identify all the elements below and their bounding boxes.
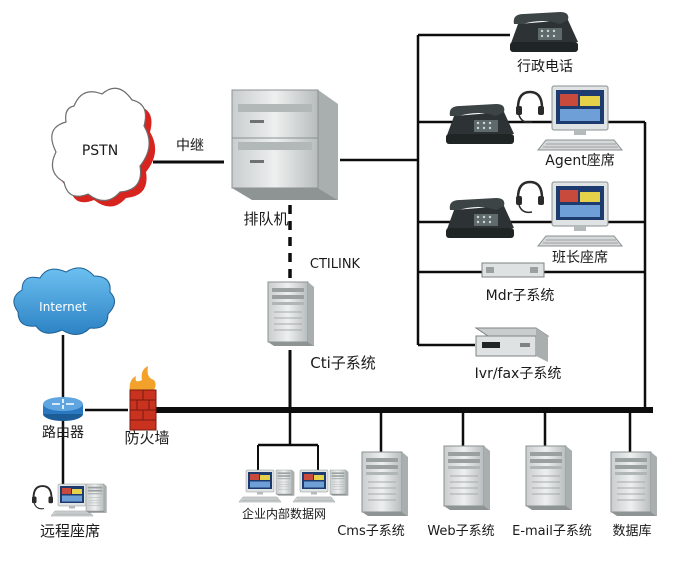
ctilink-label: CTILINK	[310, 257, 361, 272]
firewall-icon	[129, 366, 157, 431]
supervisor-headset-icon	[514, 180, 546, 214]
admin-phone-icon	[510, 12, 578, 52]
cti-label: Cti子系统	[310, 354, 376, 372]
supervisor-computer-icon	[537, 181, 623, 247]
agent-phone-icon	[446, 104, 514, 144]
agent-headset-icon	[514, 90, 546, 124]
email-server	[525, 445, 573, 511]
cms-server	[361, 451, 409, 517]
remote-agent-label: 远程座席	[40, 522, 100, 540]
ivr-label: Ivr/fax子系统	[475, 366, 562, 382]
database-server	[610, 451, 658, 517]
intranet-computer-right-icon	[292, 469, 336, 503]
web-label: Web子系统	[427, 524, 494, 539]
cms-label: Cms子系统	[337, 524, 405, 539]
router-label: 路由器	[42, 425, 84, 441]
ivr-device	[474, 327, 550, 362]
database-label: 数据库	[612, 523, 651, 539]
router-icon	[43, 397, 83, 421]
internet-cloud: Internet	[13, 267, 115, 335]
remote-tower-icon	[85, 483, 107, 514]
mdr-device	[481, 262, 545, 278]
pstn-cloud: PSTN	[51, 87, 156, 207]
intranet-computer-left-icon	[238, 469, 282, 503]
intranet-label: 企业内部数据网	[242, 506, 326, 521]
acd-server	[231, 89, 338, 200]
agent-computer-icon	[537, 85, 623, 151]
firewall-label: 防火墙	[124, 429, 169, 447]
supervisor-phone-icon	[446, 198, 514, 238]
intranet-tower-left-icon	[275, 469, 295, 496]
acd-label: 排队机	[243, 210, 288, 228]
supervisor-label: 班长座席	[552, 250, 608, 266]
mdr-label: Mdr子系统	[486, 288, 555, 304]
intranet-tower-right-icon	[329, 469, 349, 496]
cti-server	[267, 281, 315, 347]
trunk-label: 中继	[176, 138, 204, 154]
internet-label: Internet	[39, 300, 87, 314]
remote-headset-icon	[31, 485, 54, 510]
web-server	[443, 445, 491, 511]
pstn-label: PSTN	[82, 143, 118, 159]
agent-label: Agent座席	[545, 153, 614, 169]
admin-phone-label: 行政电话	[517, 59, 573, 75]
email-label: E-mail子系统	[512, 524, 592, 539]
